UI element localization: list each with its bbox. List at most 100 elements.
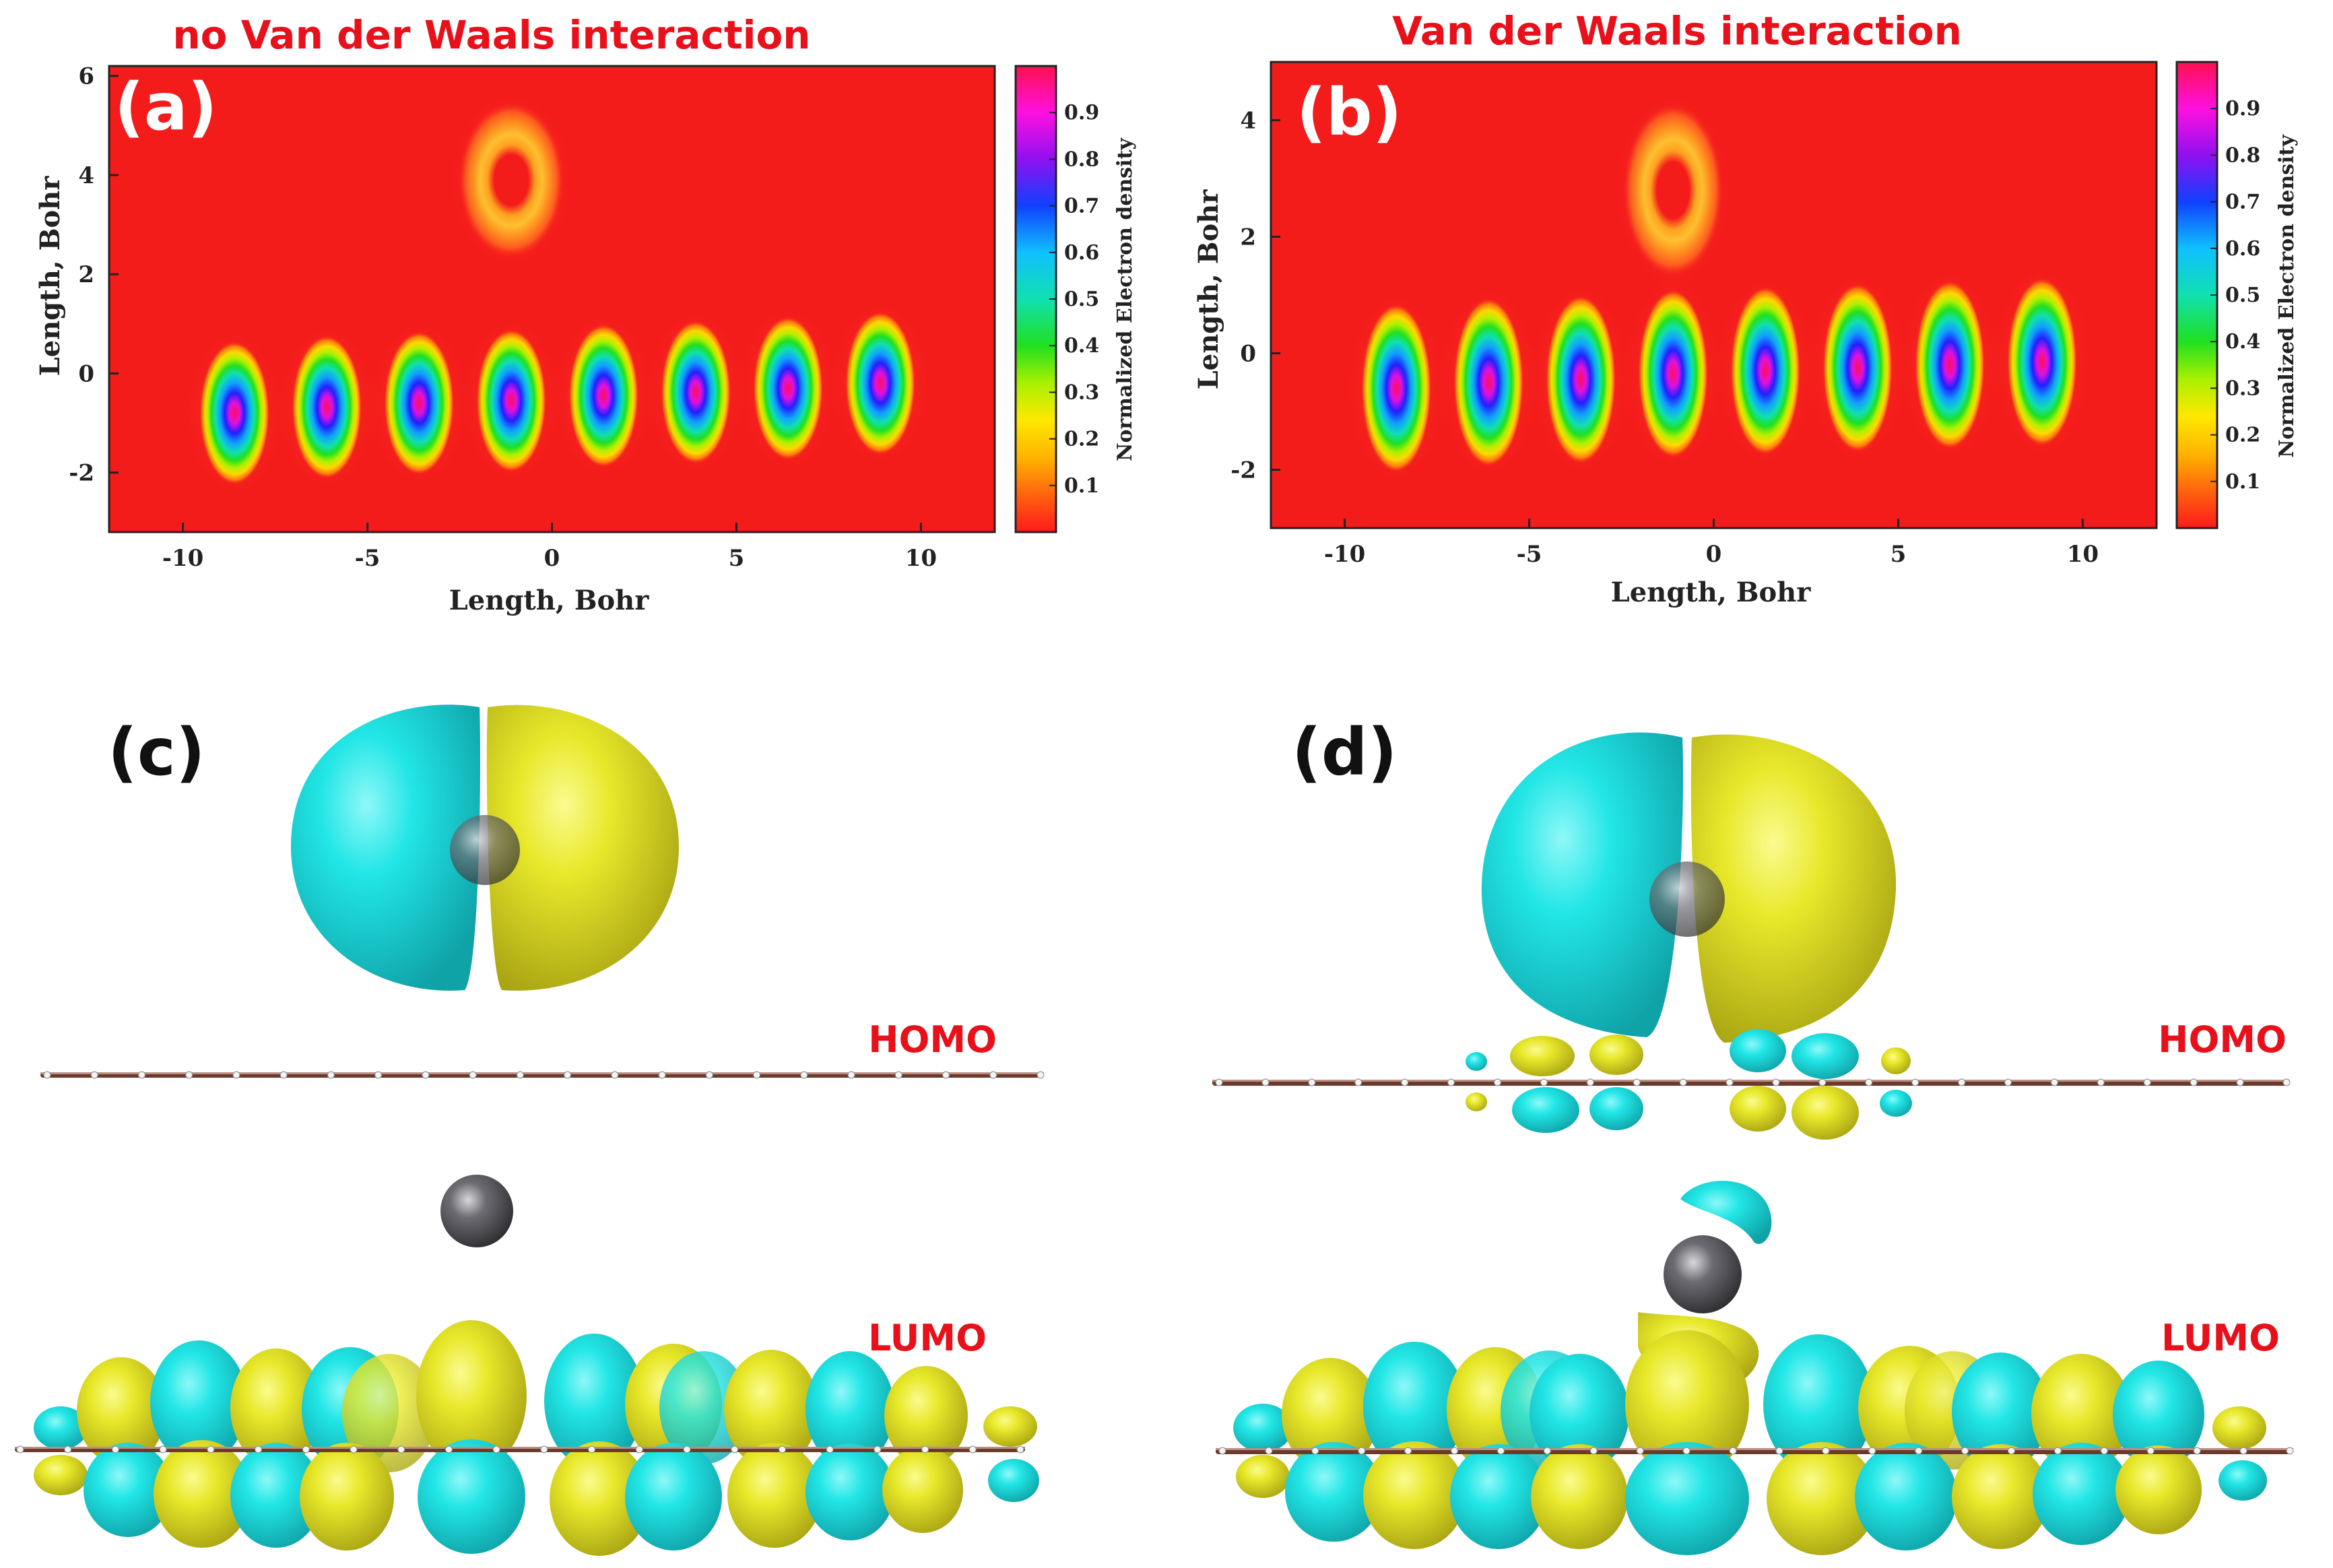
- density-atom-0: [1361, 303, 1432, 473]
- sheet-atom: [1729, 1447, 1737, 1455]
- sheet-atom: [1308, 1078, 1316, 1086]
- heatmap-b-marks: [1339, 77, 2100, 499]
- sheet-atom: [1911, 1078, 1919, 1086]
- colorbar-tick-label: 0.2: [2225, 424, 2260, 447]
- sheet-atom: [1865, 1078, 1873, 1086]
- sheet-atom: [1493, 1078, 1501, 1086]
- panel-d-label: (d): [1292, 715, 1397, 790]
- density-atom-4: [568, 323, 639, 468]
- density-atom-3: [1638, 289, 1709, 459]
- density-atom-7: [845, 311, 916, 455]
- colorbar-tick-label: 0.6: [2225, 237, 2260, 261]
- colorbar-b-label: Normalized Electron density: [2275, 134, 2299, 458]
- sheet-atom: [327, 1071, 335, 1079]
- colorbar-tick-label: 0.4: [1064, 334, 1099, 358]
- sheet-atom: [588, 1445, 596, 1453]
- y-tick-label: 4: [78, 162, 94, 189]
- colorbar-tick-label: 0.1: [1064, 474, 1099, 498]
- panel-d: (d) HOMO: [1212, 715, 2294, 1555]
- y-tick-label: 2: [78, 261, 94, 288]
- panel-c-label: (c): [108, 715, 205, 790]
- sheet-atom: [705, 1071, 713, 1079]
- panel-d-lumo-label: LUMO: [2161, 1317, 2280, 1359]
- panel-b-xlabel: Length, Bohr: [1611, 577, 1812, 608]
- panel-c-homo-orbital: [290, 705, 680, 991]
- panel-a-xlabel: Length, Bohr: [449, 585, 650, 616]
- sheet-atom: [1958, 1078, 1966, 1086]
- sheet-atom: [540, 1445, 548, 1453]
- sheet-atom: [185, 1071, 193, 1079]
- sheet-atom: [1261, 1078, 1270, 1086]
- density-atom-2: [384, 331, 455, 476]
- density-atom-7: [2007, 277, 2078, 447]
- colorbar-tick-label: 0.2: [1064, 428, 1099, 451]
- sheet-atom: [1636, 1447, 1644, 1455]
- sheet-atom: [1451, 1447, 1459, 1455]
- density-ring: [458, 101, 565, 259]
- x-tick-label: 10: [905, 545, 937, 572]
- panel-b-title: Van der Waals interaction: [1392, 8, 1962, 54]
- sheet-atom: [894, 1071, 902, 1079]
- sheet-atom: [350, 1445, 358, 1453]
- sheet-atom: [111, 1445, 119, 1453]
- sheet-atom: [1404, 1447, 1412, 1455]
- colorbar-tick-label: 0.4: [2225, 330, 2260, 354]
- sheet-atom: [1868, 1447, 1876, 1455]
- sheet-atom: [1540, 1078, 1548, 1086]
- panel-d-lumo-sheet: [1216, 1447, 2294, 1455]
- sheet-atom: [1037, 1071, 1045, 1079]
- colorbar-tick-label: 0.8: [2225, 143, 2260, 167]
- homo-lobe-cyan: [1481, 732, 1684, 1037]
- sheet-atom: [1679, 1078, 1687, 1086]
- sheet-atom: [469, 1071, 477, 1079]
- density-atom-6: [1915, 280, 1985, 450]
- sheet-atom: [1961, 1447, 1969, 1455]
- sheet-atom: [1218, 1447, 1226, 1455]
- sheet-atom: [2236, 1078, 2244, 1086]
- panel-b-label: (b): [1296, 75, 1402, 150]
- x-tick-label: -5: [1517, 541, 1542, 568]
- sheet-atom: [374, 1071, 383, 1079]
- sheet-atom: [1589, 1447, 1598, 1455]
- sheet-atom: [847, 1071, 855, 1079]
- sheet-atom: [159, 1445, 167, 1453]
- sheet-atom: [2193, 1447, 2201, 1455]
- sheet-atom: [778, 1445, 786, 1453]
- sheet-atom: [1915, 1447, 1923, 1455]
- x-tick-label: 5: [729, 545, 745, 572]
- panel-d-homo-label: HOMO: [2158, 1018, 2287, 1061]
- density-atom-1: [1453, 298, 1524, 467]
- sheet-atom: [43, 1071, 51, 1079]
- sheet-atom: [874, 1445, 882, 1453]
- sheet-atom: [492, 1445, 500, 1453]
- colorbar-tick-label: 0.8: [1064, 148, 1099, 171]
- density-atom-5: [1822, 283, 1893, 453]
- sheet-atom: [2239, 1447, 2247, 1455]
- sheet-atom: [2050, 1078, 2058, 1086]
- sheet-atom: [2190, 1078, 2198, 1086]
- panel-c-homo-sheet: [40, 1071, 1045, 1079]
- sheet-atom: [921, 1445, 929, 1453]
- colorbar-tick-label: 0.3: [2225, 377, 2260, 400]
- sheet-atom: [2143, 1078, 2151, 1086]
- y-tick-label: 2: [1240, 224, 1256, 251]
- sheet-atom: [1311, 1447, 1319, 1455]
- x-tick-label: 0: [544, 545, 560, 572]
- colorbar-tick-label: 0.3: [1064, 381, 1099, 404]
- sheet-atom: [2282, 1078, 2291, 1086]
- y-tick-label: 0: [1240, 341, 1256, 368]
- colorbar-tick-label: 0.7: [1064, 195, 1099, 218]
- panel-a-ylabel: Length, Bohr: [34, 176, 66, 377]
- sheet-atom: [2286, 1447, 2294, 1455]
- sheet-atom: [683, 1445, 691, 1453]
- sheet-atom: [397, 1445, 405, 1453]
- y-tick-label: 0: [78, 360, 94, 387]
- sheet-atom: [800, 1071, 808, 1079]
- sheet-atom: [16, 1445, 24, 1453]
- colorbar-tick-label: 0.5: [1064, 288, 1099, 311]
- metal-atom-glass: [450, 815, 520, 885]
- sheet-atom: [2097, 1078, 2105, 1086]
- density-atom-0: [199, 341, 270, 486]
